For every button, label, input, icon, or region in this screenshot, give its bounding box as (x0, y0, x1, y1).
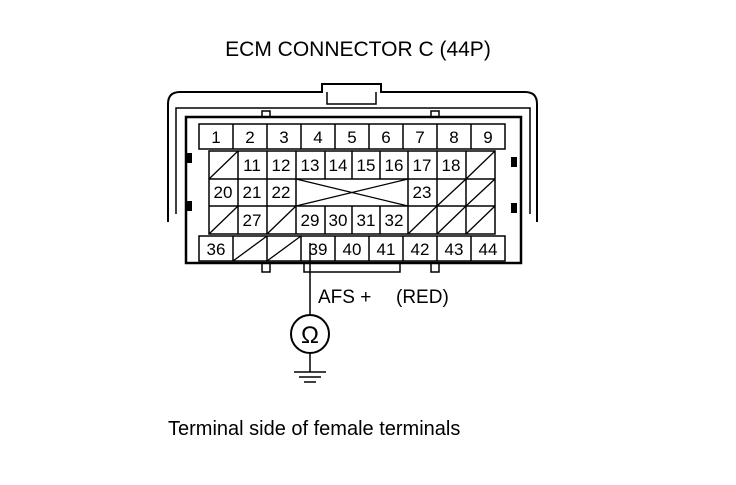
pin-21: 21 (243, 183, 262, 202)
pin-16: 16 (385, 156, 404, 175)
probe-wire-color: (RED) (396, 287, 449, 308)
pin-9: 9 (483, 128, 492, 147)
pin-20: 20 (214, 183, 233, 202)
pin-row-1-labels: 1 2 3 4 5 6 7 8 9 (211, 128, 492, 147)
pin-2: 2 (245, 128, 254, 147)
pin-5: 5 (347, 128, 356, 147)
ground-icon (294, 353, 326, 383)
pin-row-5-labels: 36 39 40 41 42 43 44 (207, 240, 498, 259)
pin-4: 4 (313, 128, 322, 147)
empty-cavity-marks (208, 150, 496, 235)
ohmmeter-icon: Ω (290, 314, 330, 354)
pin-23: 23 (413, 183, 432, 202)
pin-6: 6 (381, 128, 390, 147)
pin-31: 31 (357, 211, 376, 230)
pin-grid-inner (208, 150, 496, 235)
pin-row-4-labels: 27 29 30 31 32 (243, 211, 404, 230)
pin-7: 7 (415, 128, 424, 147)
connector-housing (167, 83, 538, 273)
pin-22: 22 (272, 183, 291, 202)
pin-29: 29 (301, 211, 320, 230)
pin-row-1 (198, 123, 506, 150)
pin-1: 1 (211, 128, 220, 147)
pin-27: 27 (243, 211, 262, 230)
row-5-empty-marks (232, 235, 302, 262)
pin-18: 18 (442, 156, 461, 175)
pin-36: 36 (207, 240, 226, 259)
pin-3: 3 (279, 128, 288, 147)
pin-17: 17 (413, 156, 432, 175)
pin-15: 15 (357, 156, 376, 175)
pin-row-2-labels: 11 12 13 14 15 16 17 18 (243, 156, 460, 175)
pin-11: 11 (243, 156, 261, 175)
pin-30: 30 (329, 211, 348, 230)
pin-41: 41 (377, 240, 396, 259)
pin-row-3-labels: 20 21 22 23 (214, 183, 432, 202)
diagram-title: ECM CONNECTOR C (44P) (225, 38, 491, 61)
pin-12: 12 (272, 156, 291, 175)
pin-44: 44 (479, 240, 498, 259)
pin-42: 42 (411, 240, 430, 259)
pin-13: 13 (301, 156, 320, 175)
pin-39: 39 (309, 240, 328, 259)
housing-latch-marks (186, 153, 517, 213)
ohm-symbol: Ω (301, 322, 319, 349)
pin-40: 40 (343, 240, 362, 259)
pin-14: 14 (329, 156, 348, 175)
pin-8: 8 (449, 128, 458, 147)
probe-label: AFS + (318, 287, 371, 308)
pin-43: 43 (445, 240, 464, 259)
pin-row-5 (198, 235, 506, 262)
diagram-caption: Terminal side of female terminals (168, 418, 460, 440)
pin-32: 32 (385, 211, 404, 230)
